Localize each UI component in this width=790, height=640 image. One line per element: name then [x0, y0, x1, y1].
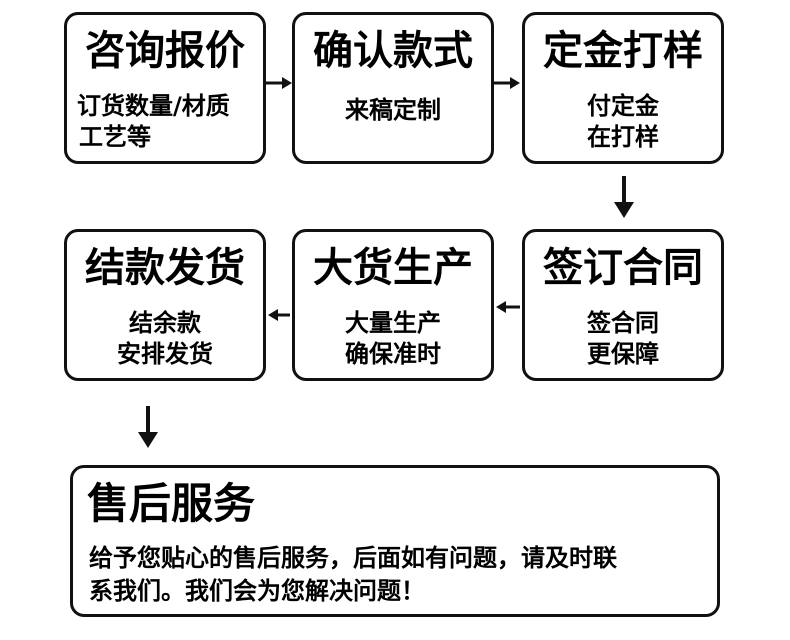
step-box-settle-ship: 结款发货 结余款 安排发货: [64, 229, 266, 381]
step-box-consult-quote: 咨询报价 订货数量/材质 工艺等: [64, 12, 266, 164]
step-description-line: 结余款: [129, 309, 201, 337]
step-box-mass-production: 大货生产 大量生产 确保准时: [292, 229, 494, 381]
step-description-line: 更保障: [587, 340, 659, 368]
arrow-right-icon: [494, 77, 520, 89]
step-description-line: 订货数量/材质: [77, 92, 230, 120]
after-sales-title: 售后服务: [87, 479, 256, 528]
step-description: 订货数量/材质 工艺等: [77, 91, 259, 153]
after-sales-description: 给予您贴心的售后服务，后面如有问题，请及时联 系我们。我们会为您解决问题！: [89, 542, 707, 608]
step-description: 来稿定制: [295, 95, 491, 126]
step-description: 付定金 在打样: [525, 91, 721, 153]
step-description: 结余款 安排发货: [67, 308, 263, 370]
arrow-down-icon: [614, 176, 634, 218]
after-sales-line: 系我们。我们会为您解决问题！: [89, 577, 425, 605]
step-description-line: 工艺等: [79, 123, 151, 151]
step-title: 确认款式: [313, 28, 473, 74]
step-title: 结款发货: [85, 245, 245, 291]
step-title: 大货生产: [313, 245, 473, 291]
arrow-left-icon: [496, 301, 520, 313]
step-description: 大量生产 确保准时: [295, 308, 491, 370]
step-description: 签合同 更保障: [525, 308, 721, 370]
arrow-left-icon: [268, 309, 290, 321]
step-description-line: 来稿定制: [345, 96, 441, 124]
arrow-down-icon: [138, 406, 158, 448]
step-box-confirm-style: 确认款式 来稿定制: [292, 12, 494, 164]
step-title: 定金打样: [543, 28, 703, 74]
after-sales-line: 给予您贴心的售后服务，后面如有问题，请及时联: [89, 544, 617, 572]
step-description-line: 签合同: [587, 309, 659, 337]
step-description-line: 大量生产: [345, 309, 441, 337]
step-description-line: 付定金: [587, 92, 659, 120]
step-description-line: 在打样: [587, 123, 659, 151]
step-box-sign-contract: 签订合同 签合同 更保障: [522, 229, 724, 381]
arrow-right-icon: [266, 77, 292, 89]
step-description-line: 安排发货: [117, 340, 213, 368]
step-title: 签订合同: [543, 245, 703, 291]
step-description-line: 确保准时: [345, 340, 441, 368]
step-title: 咨询报价: [85, 28, 245, 74]
step-box-deposit-sample: 定金打样 付定金 在打样: [522, 12, 724, 164]
after-sales-box: 售后服务 给予您贴心的售后服务，后面如有问题，请及时联 系我们。我们会为您解决问…: [70, 465, 720, 617]
